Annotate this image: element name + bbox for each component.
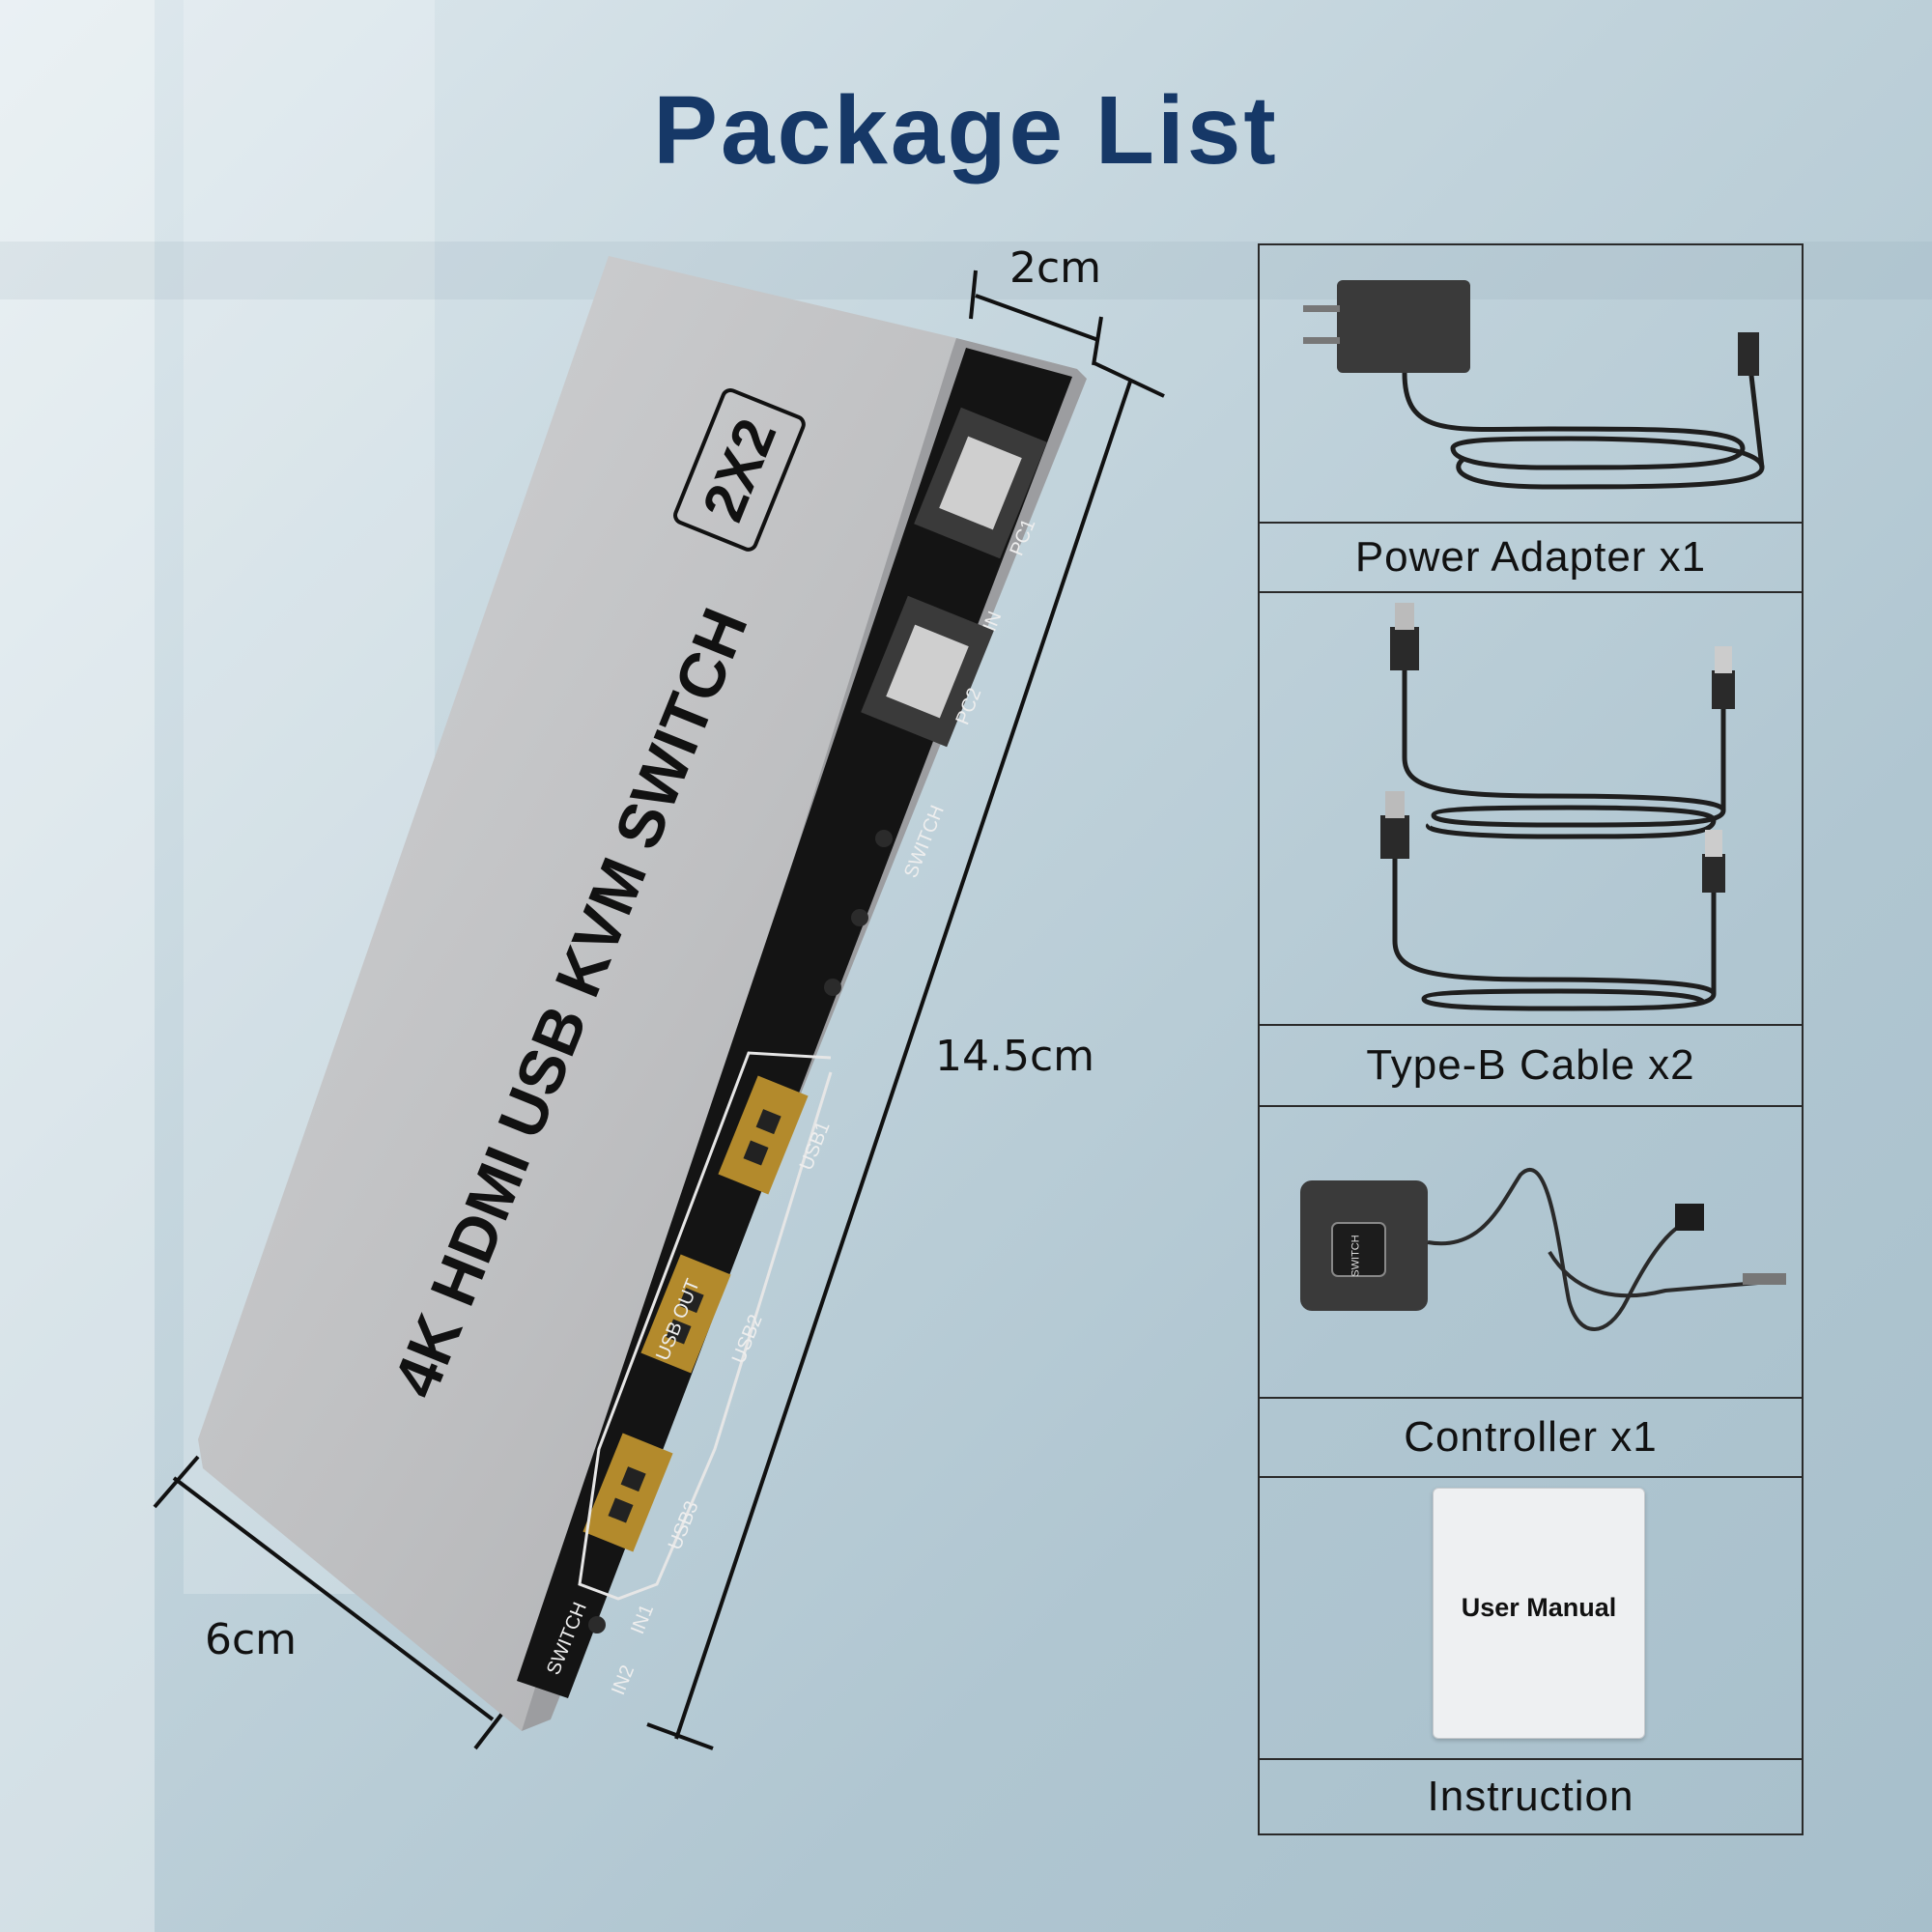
power-adapter-panel [1258, 243, 1804, 524]
usb-type-b-cable-icon [1380, 603, 1735, 1011]
page-title: Package List [653, 76, 1279, 185]
power-adapter-icon [1303, 280, 1765, 490]
user-manual-title: User Manual [1461, 1593, 1617, 1622]
window-light [0, 242, 1932, 299]
controller-caption: Controller x1 [1258, 1397, 1804, 1478]
user-manual-icon: User Manual [1433, 1488, 1645, 1739]
depth-dimension: 2cm [1009, 243, 1102, 293]
power-adapter-caption: Power Adapter x1 [1258, 522, 1804, 593]
length-dimension: 14.5cm [935, 1032, 1095, 1081]
controller-button-label: SWITCH [1350, 1235, 1362, 1277]
controller-panel: SWITCH [1258, 1105, 1804, 1399]
wired-switch-controller-icon [1300, 1168, 1786, 1331]
width-dimension: 6cm [205, 1615, 298, 1664]
instruction-caption: Instruction [1258, 1758, 1804, 1835]
type-b-cable-caption: Type-B Cable x2 [1258, 1024, 1804, 1107]
type-b-cable-panel [1258, 591, 1804, 1026]
window-light [0, 0, 155, 1932]
